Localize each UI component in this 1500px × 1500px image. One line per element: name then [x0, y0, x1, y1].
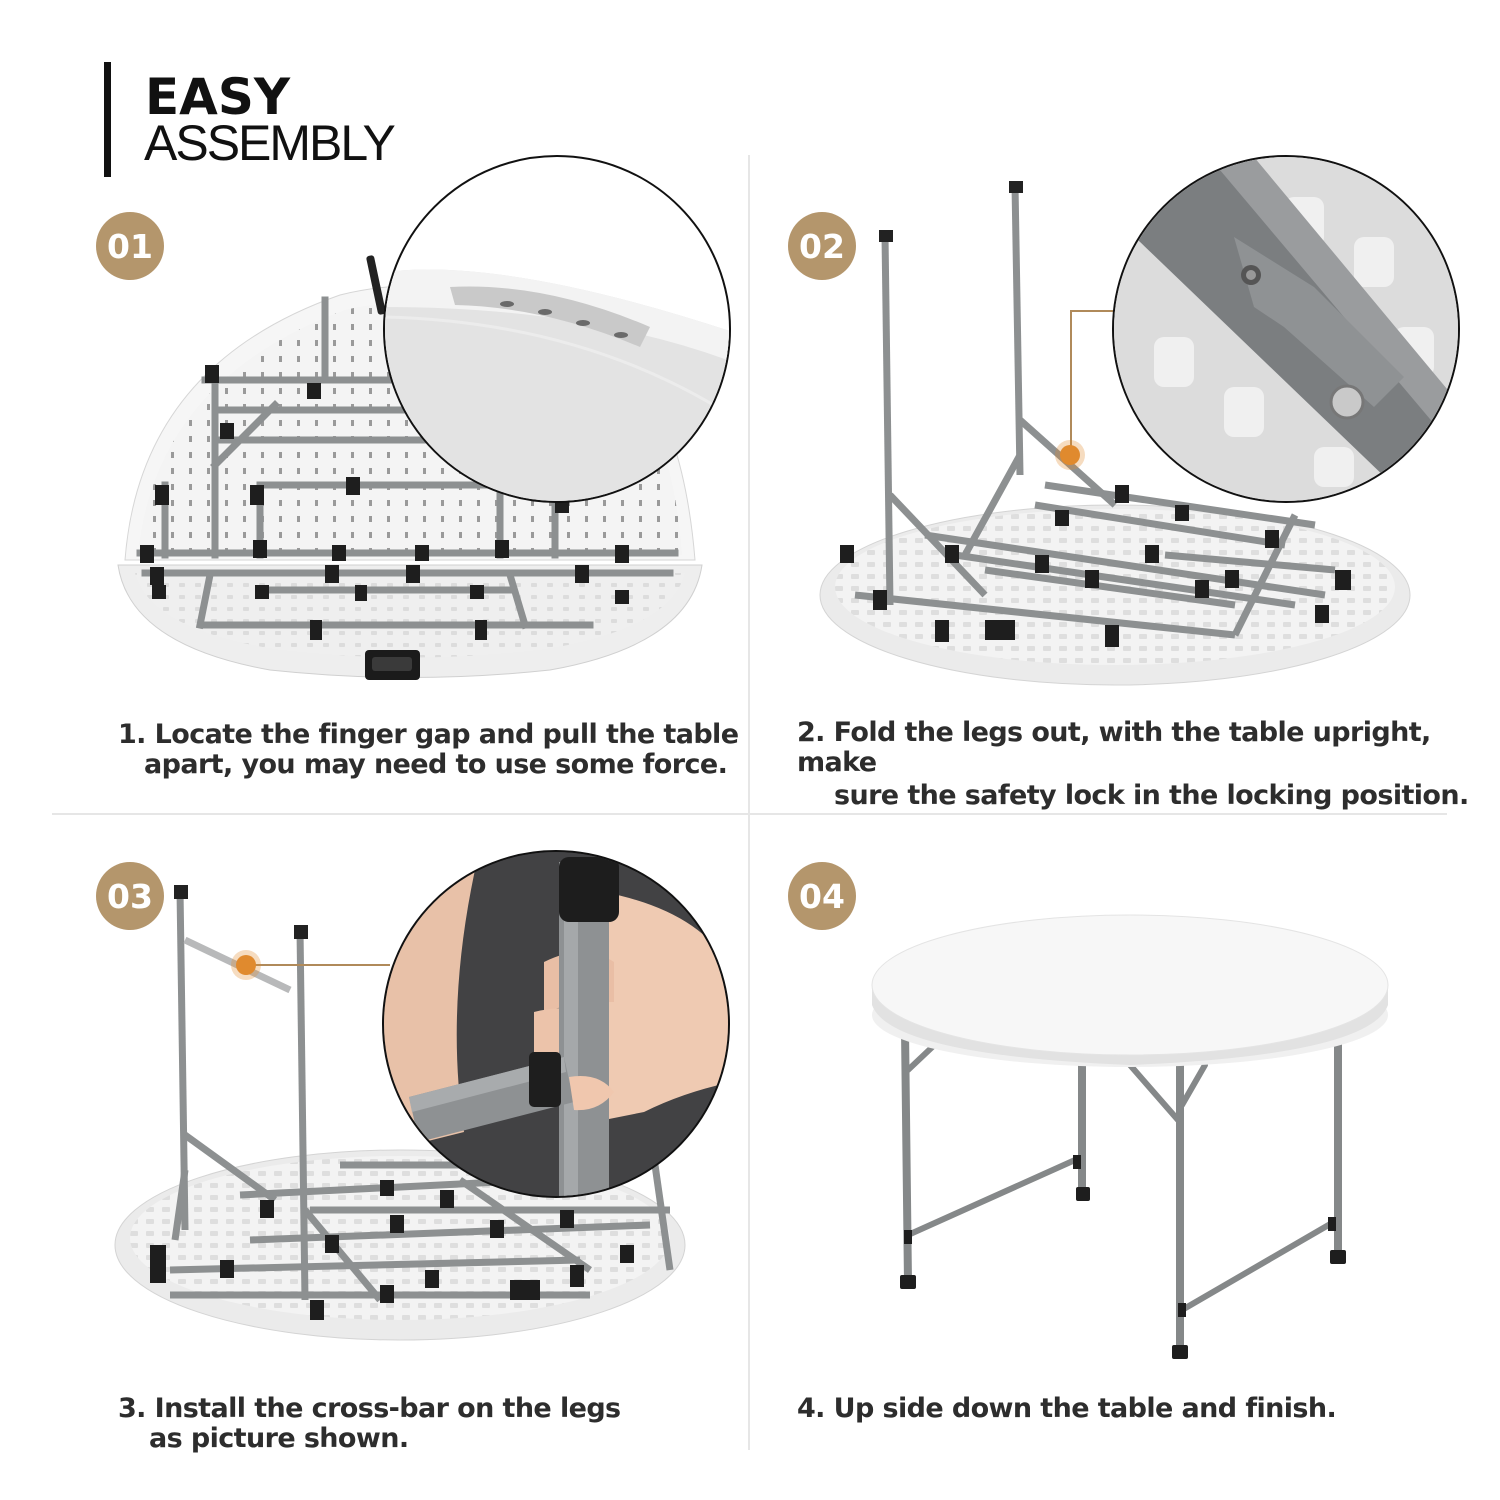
leader-line-horizontal: [250, 964, 390, 966]
step-1-badge: 01: [96, 212, 164, 280]
title-bold: EASY: [145, 68, 291, 126]
title-regular: ASSEMBLY: [144, 115, 396, 171]
step-4-caption-line1: 4. Up side down the table and finish.: [797, 1393, 1337, 1424]
step-1-caption-line1: 1. Locate the finger gap and pull the ta…: [118, 719, 739, 750]
step-2-caption: 2. Fold the legs out, with the table upr…: [797, 718, 1500, 811]
horizontal-divider: [52, 813, 1447, 815]
cross-bar-marker-dot: [236, 955, 256, 975]
cross-bar-installed-image: [114, 885, 686, 1341]
finger-gap-closeup-image: [385, 269, 729, 501]
leader-line-vertical: [1070, 310, 1072, 455]
safety-lock-closeup-image: [1114, 157, 1458, 501]
safety-lock-marker-dot: [1060, 445, 1080, 465]
safety-lock-closeup: [1112, 155, 1460, 503]
step-3-caption-line1: 3. Install the cross-bar on the legs: [118, 1393, 621, 1424]
step-1-caption: 1. Locate the finger gap and pull the ta…: [118, 719, 739, 780]
cross-bar-closeup: [382, 850, 730, 1198]
step-4-caption: 4. Up side down the table and finish.: [797, 1393, 1337, 1424]
assembled-round-table-image: [871, 914, 1389, 1359]
step-3-caption-line2: as picture shown.: [149, 1423, 409, 1454]
vertical-divider: [748, 155, 750, 1450]
step-2-badge: 02: [788, 212, 856, 280]
step-3-caption: 3. Install the cross-bar on the legs as …: [118, 1394, 621, 1454]
title-accent-bar: [104, 62, 111, 177]
step-4-badge: 04: [788, 862, 856, 930]
step-2-caption-line2: sure the safety lock in the locking posi…: [834, 780, 1469, 811]
hand-clipping-cross-bar-image: [384, 852, 728, 1196]
step-1-caption-line2: apart, you may need to use some force.: [144, 749, 728, 780]
leader-line-horizontal: [1070, 310, 1115, 312]
finger-gap-closeup: [383, 155, 731, 503]
step-3-badge: 03: [96, 862, 164, 930]
table-upside-down-legs-out-image: [819, 181, 1411, 686]
step-2-caption-line1: 2. Fold the legs out, with the table upr…: [797, 717, 1431, 778]
